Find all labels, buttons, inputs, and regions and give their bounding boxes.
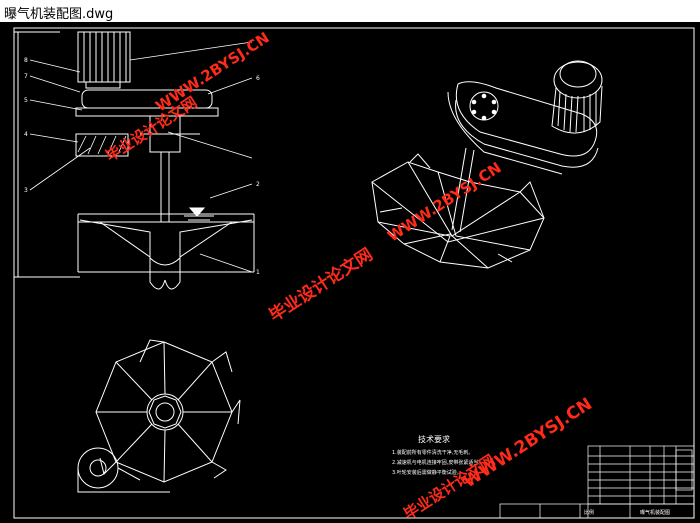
front-view (14, 31, 255, 290)
part-label: 6 (256, 75, 260, 82)
tech-note: 2.减速机与电机连接牢固,皮带张紧适当。 (392, 459, 483, 466)
watermark-group: WWW.2BYSJ.CN 毕业设计论文网 WWW.2BYSJ.CN 毕业设计论文… (102, 29, 596, 523)
tech-note: 3.叶轮安装后需做静平衡试验。 (392, 469, 462, 476)
part-label: 1 (256, 269, 260, 276)
tech-title: 技术要求 (418, 434, 450, 444)
part-label: 2 (256, 181, 260, 188)
window-titlebar: 曝气机装配图.dwg (0, 0, 700, 23)
part-label: 3 (24, 187, 28, 194)
cad-drawing-canvas[interactable]: 8 7 5 4 3 6 2 1 (0, 22, 700, 523)
part-labels: 8 7 5 4 3 6 2 1 (24, 57, 260, 276)
part-leaders (29, 41, 253, 273)
window-title: 曝气机装配图.dwg (4, 7, 114, 22)
title-block-text: 比例 曝气机装配图 (584, 509, 670, 516)
watermark-cn: 毕业设计论文网 (102, 93, 200, 165)
part-label: 4 (24, 131, 28, 138)
top-view (77, 339, 241, 493)
drawing-frame (13, 27, 695, 519)
technical-requirements: 技术要求 1.装配前所有零件清洗干净,无毛刺。 2.减速机与电机连接牢固,皮带张… (392, 434, 483, 476)
part-label: 5 (24, 97, 28, 104)
part-label: 8 (24, 57, 28, 64)
scale-label: 比例 (584, 509, 594, 516)
watermark-cn: 毕业设计论文网 (265, 244, 376, 326)
part-label: 7 (24, 73, 28, 80)
tech-note: 1.装配前所有零件清洗干净,无毛刺。 (392, 449, 473, 456)
title-block (499, 445, 695, 519)
drawing-name: 曝气机装配图 (640, 509, 670, 516)
isometric-view (371, 60, 603, 269)
